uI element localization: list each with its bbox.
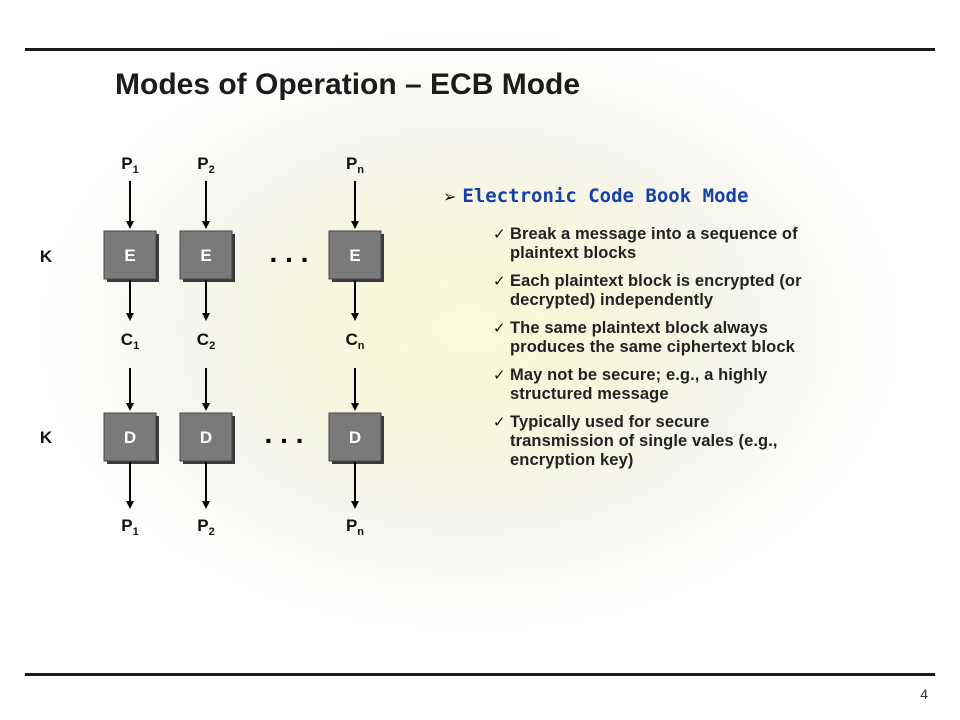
bullet-line: Typically used for secure: [510, 413, 710, 431]
decrypt-output-label-base: P: [346, 516, 357, 535]
encrypt-input-label: Pn: [346, 154, 364, 176]
decrypt-output-label-base: P: [197, 516, 208, 535]
bullet-line: produces the same ciphertext block: [510, 338, 795, 356]
ciphertext-label: C1: [121, 330, 139, 352]
arrow-bullet-icon: ➢: [443, 187, 457, 206]
decrypt-block: [328, 412, 382, 462]
slide-title: Modes of Operation – ECB Mode: [115, 68, 581, 101]
encrypt-block: [103, 230, 157, 280]
encrypt-block-label: E: [349, 246, 360, 265]
encrypt-input-label-base: P: [197, 154, 208, 173]
bullet-line: decrypted) independently: [510, 291, 714, 309]
decrypt-block: [103, 412, 157, 462]
decrypt-block-label: D: [200, 428, 212, 447]
encrypt-block-label: E: [200, 246, 211, 265]
encrypt-block: [328, 230, 382, 280]
encrypt-input-label-subscript: 2: [209, 164, 215, 176]
ciphertext-label: Cn: [345, 330, 364, 352]
ciphertext-label-subscript: 1: [133, 340, 139, 352]
encrypt-ellipsis: . . .: [270, 237, 309, 268]
bullet-line: The same plaintext block always: [510, 319, 769, 337]
top-rule: [25, 48, 935, 51]
bullet-line: May not be secure; e.g., a highly: [510, 366, 768, 384]
encrypt-key-label: K: [40, 247, 53, 266]
ciphertext-label-subscript: 2: [209, 340, 215, 352]
encrypt-block: [179, 230, 233, 280]
decrypt-output-label-subscript: 1: [133, 526, 139, 538]
bullet-line: transmission of single vales (e.g.,: [510, 432, 778, 450]
bullet-line: structured message: [510, 385, 669, 403]
bullet-line: encryption key): [510, 451, 634, 469]
check-icon: ✓: [493, 225, 506, 243]
decrypt-block-label: D: [124, 428, 136, 447]
encrypt-input-label-base: P: [346, 154, 357, 173]
decrypt-block-label: D: [349, 428, 361, 447]
section-heading: ➢ Electronic Code Book Mode: [443, 185, 748, 207]
bottom-rule: [25, 673, 935, 676]
decrypt-output-label: P2: [197, 516, 214, 538]
encrypt-input-label: P1: [121, 154, 138, 176]
ciphertext-label-base: C: [197, 330, 209, 349]
decrypt-key-label: K: [40, 428, 53, 447]
check-icon: ✓: [493, 366, 506, 384]
bullet-line: plaintext blocks: [510, 244, 637, 262]
bullet-line: Break a message into a sequence of: [510, 225, 798, 243]
section-heading-text: Electronic Code Book Mode: [462, 185, 749, 207]
encrypt-input-label-subscript: 1: [133, 164, 139, 176]
encrypt-input-label-subscript: n: [357, 164, 364, 176]
decrypt-output-label-base: P: [121, 516, 132, 535]
ciphertext-label-base: C: [345, 330, 357, 349]
ciphertext-label-base: C: [121, 330, 133, 349]
bullet-line: Each plaintext block is encrypted (or: [510, 272, 802, 290]
decrypt-output-label-subscript: n: [357, 526, 364, 538]
ciphertext-label: C2: [197, 330, 215, 352]
encrypt-input-label-base: P: [121, 154, 132, 173]
page-number: 4: [920, 686, 928, 702]
check-icon: ✓: [493, 319, 506, 337]
decrypt-output-label-subscript: 2: [209, 526, 215, 538]
encrypt-input-label: P2: [197, 154, 214, 176]
decrypt-output-label: Pn: [346, 516, 364, 538]
decrypt-ellipsis: . . .: [265, 418, 304, 449]
encrypt-block-label: E: [124, 246, 135, 265]
ciphertext-label-subscript: n: [358, 340, 365, 352]
decrypt-output-label: P1: [121, 516, 138, 538]
decrypt-block: [179, 412, 233, 462]
check-icon: ✓: [493, 272, 506, 290]
check-icon: ✓: [493, 413, 506, 431]
